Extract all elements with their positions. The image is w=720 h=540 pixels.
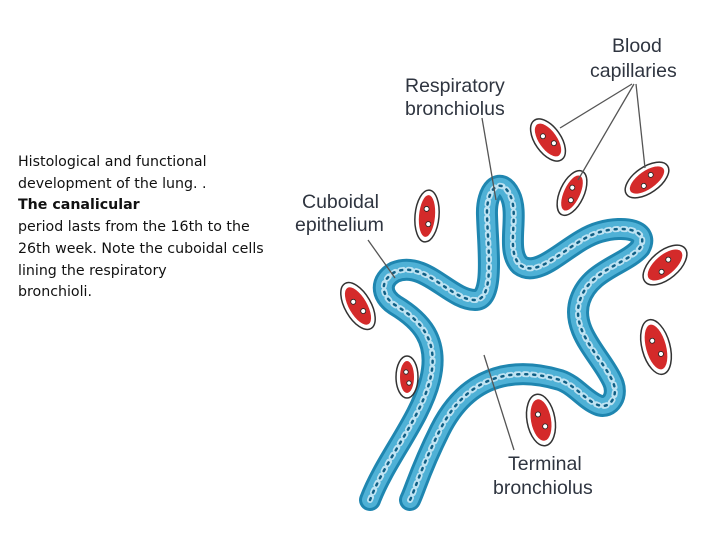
capillary-3	[624, 161, 670, 199]
label-terminal-bronchiolus-2: bronchiolus	[493, 477, 593, 499]
leader-capillary-3	[635, 83, 646, 169]
capillary-2	[556, 169, 588, 217]
caption-line-5: 26th week. Note the cuboidal cells	[18, 240, 264, 257]
caption-line-3: The canalicular	[18, 197, 140, 214]
label-respiratory-bronchiolus-1: Respiratory	[405, 75, 505, 97]
caption-line-4: period lasts from the 16th to the	[18, 219, 250, 236]
label-cuboidal-epithelium-1: Cuboidal	[302, 191, 379, 213]
label-terminal-bronchiolus-1: Terminal	[508, 453, 582, 475]
blood-capillaries	[340, 118, 688, 447]
diagram-labels: Blood capillaries Respiratory bronchiolu…	[295, 35, 677, 499]
caption-line-6: lining the respiratory	[18, 262, 167, 279]
capillary-6	[340, 281, 376, 331]
figure-caption: Histological and functional development …	[18, 152, 280, 304]
capillary-9	[525, 393, 557, 447]
leader-cuboidal	[367, 239, 396, 279]
leader-lines	[367, 83, 646, 451]
caption-line-2: development of the lung. .	[18, 175, 207, 192]
bronchiole-nuclei	[368, 184, 644, 502]
label-blood-capillaries-1: Blood	[612, 35, 662, 57]
caption-line-1: Histological and functional	[18, 154, 207, 170]
leader-terminal	[483, 354, 515, 451]
caption-line-7: bronchioli.	[18, 284, 93, 301]
label-respiratory-bronchiolus-2: bronchiolus	[405, 98, 505, 120]
capillary-8	[395, 355, 419, 399]
leader-capillary-1	[559, 83, 633, 129]
leader-respiratory	[481, 117, 497, 201]
label-blood-capillaries-2: capillaries	[590, 60, 677, 82]
capillary-7	[639, 318, 673, 376]
capillary-5	[642, 244, 688, 286]
capillary-1	[529, 118, 567, 162]
bronchiole-tube	[359, 175, 654, 511]
capillary-4	[414, 189, 440, 243]
label-cuboidal-epithelium-2: epithelium	[295, 214, 384, 236]
leader-capillary-2	[577, 83, 635, 181]
lung-canalicular-diagram: Blood capillaries Respiratory bronchiolu…	[295, 35, 688, 511]
